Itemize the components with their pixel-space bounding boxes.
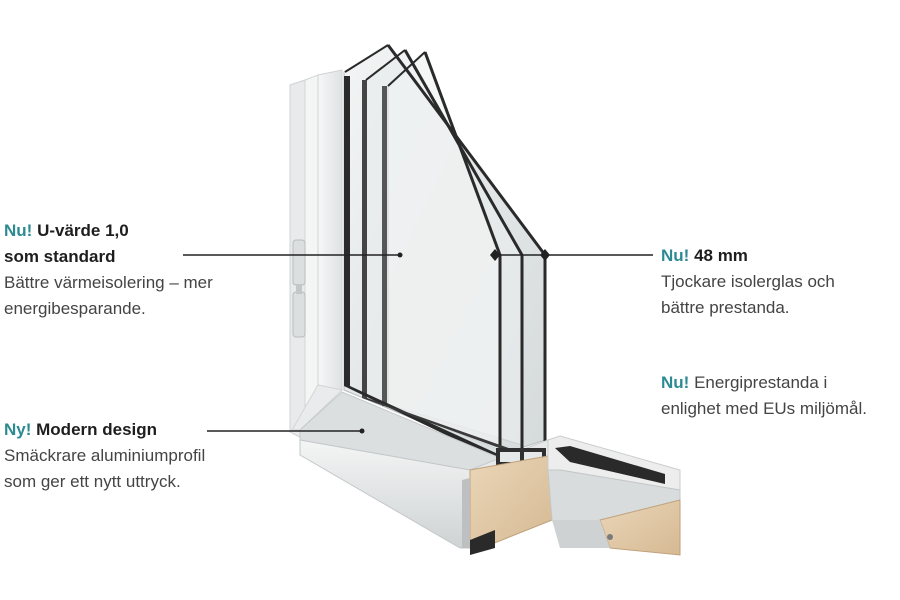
frame-sill	[547, 435, 681, 556]
sash-stile	[291, 69, 344, 431]
callout-energy: Nu! Energiprestanda i enlighet med EUs m…	[661, 370, 896, 422]
callout-design: Ny! Modern design Smäckrare aluminiumpro…	[4, 417, 264, 495]
wood-core-sash	[462, 455, 553, 555]
energy-line1: Nu! Energiprestanda i	[661, 370, 896, 396]
thickness-body-line1: Tjockare isolerglas och	[661, 272, 835, 291]
glass-spacers	[344, 76, 520, 458]
leader-dot-design	[359, 428, 365, 434]
design-title-text: Modern design	[36, 420, 158, 439]
u-value-title: Nu! U-värde 1,0	[4, 218, 264, 244]
u-value-title-line1: U-värde 1,0	[37, 221, 129, 240]
energy-body-line2: enlighet med EUs miljömål.	[661, 399, 867, 418]
u-value-body-line1: Bättre värmeisolering – mer	[4, 273, 213, 292]
leader-marker-thickness-left	[490, 249, 500, 261]
design-body-line2: som ger ett nytt uttryck.	[4, 472, 181, 491]
u-value-title-line2: som standard	[4, 247, 116, 266]
design-title: Ny! Modern design	[4, 417, 264, 443]
energy-tag: Nu!	[661, 373, 690, 392]
thickness-tag: Nu!	[661, 246, 690, 265]
thickness-body-line2: bättre prestanda.	[661, 298, 790, 317]
callout-u-value: Nu! U-värde 1,0 som standard Bättre värm…	[4, 218, 264, 322]
u-value-body-line2: energibesparande.	[4, 299, 146, 318]
sash-bottom-rail	[299, 391, 549, 549]
u-value-tag: Nu!	[4, 221, 33, 240]
hinge	[292, 239, 306, 338]
leader-marker-thickness-right	[540, 249, 550, 261]
leader-lines	[183, 249, 653, 434]
energy-body-line1: Energiprestanda i	[694, 373, 828, 392]
design-tag: Ny!	[4, 420, 32, 439]
thickness-title: Nu! 48 mm	[661, 243, 896, 269]
triple-glazing	[343, 44, 547, 456]
thickness-title-text: 48 mm	[694, 246, 748, 265]
design-body-line1: Smäckrare aluminiumprofil	[4, 446, 206, 465]
callout-thickness: Nu! 48 mm Tjockare isolerglas och bättre…	[661, 243, 896, 321]
leader-dot-u-value	[397, 252, 403, 258]
